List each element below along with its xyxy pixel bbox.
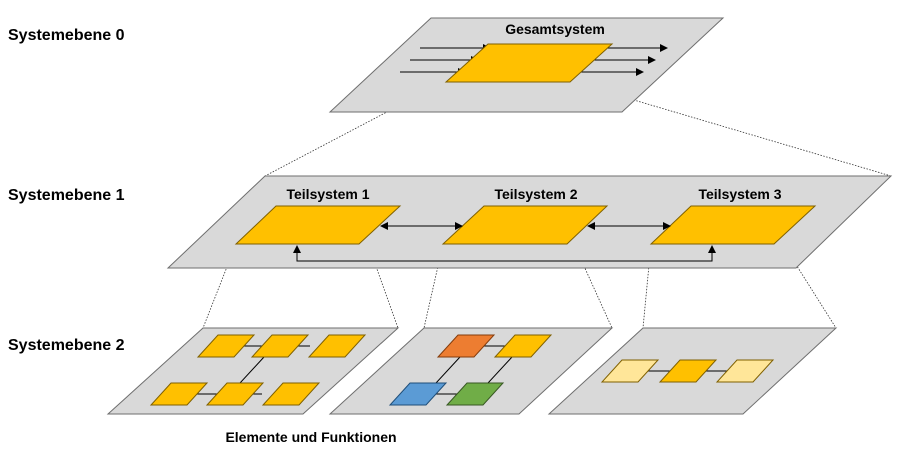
subsystem-3-title: Teilsystem 3 [698,186,781,202]
overall-system-block [444,43,614,83]
subsystem-2-title: Teilsystem 2 [494,186,577,202]
level-2-plane-2 [328,327,614,415]
element-block [205,382,265,406]
level-1-label: Systemebene 1 [8,187,125,204]
element-block-red [436,334,496,358]
element-block-green [445,382,505,406]
subsystem-3-block [649,205,817,245]
diagram-caption: Elemente und Funktionen [225,429,396,445]
subsystem-connections [293,222,716,262]
element-block [307,334,367,358]
element-block [493,334,553,358]
element-block [261,382,321,406]
element-block-blue [388,382,448,406]
element-block [658,359,718,383]
element-block-light [600,359,660,383]
element-block [250,334,310,358]
element-block [196,334,256,358]
io-arrows [400,44,668,76]
level-2-label: Systemebene 2 [8,337,125,354]
element-block-light [715,359,775,383]
projection-line [423,243,444,329]
level-0-label: Systemebene 0 [8,27,125,44]
subsystem-1-block [234,205,402,245]
link-1-3-arrow [293,245,716,262]
subsystem-2-block [441,205,609,245]
subsystem-1-title: Teilsystem 1 [286,186,369,202]
projection-line [642,243,652,329]
overall-system-title: Gesamtsystem [505,21,605,37]
element-block [149,382,209,406]
